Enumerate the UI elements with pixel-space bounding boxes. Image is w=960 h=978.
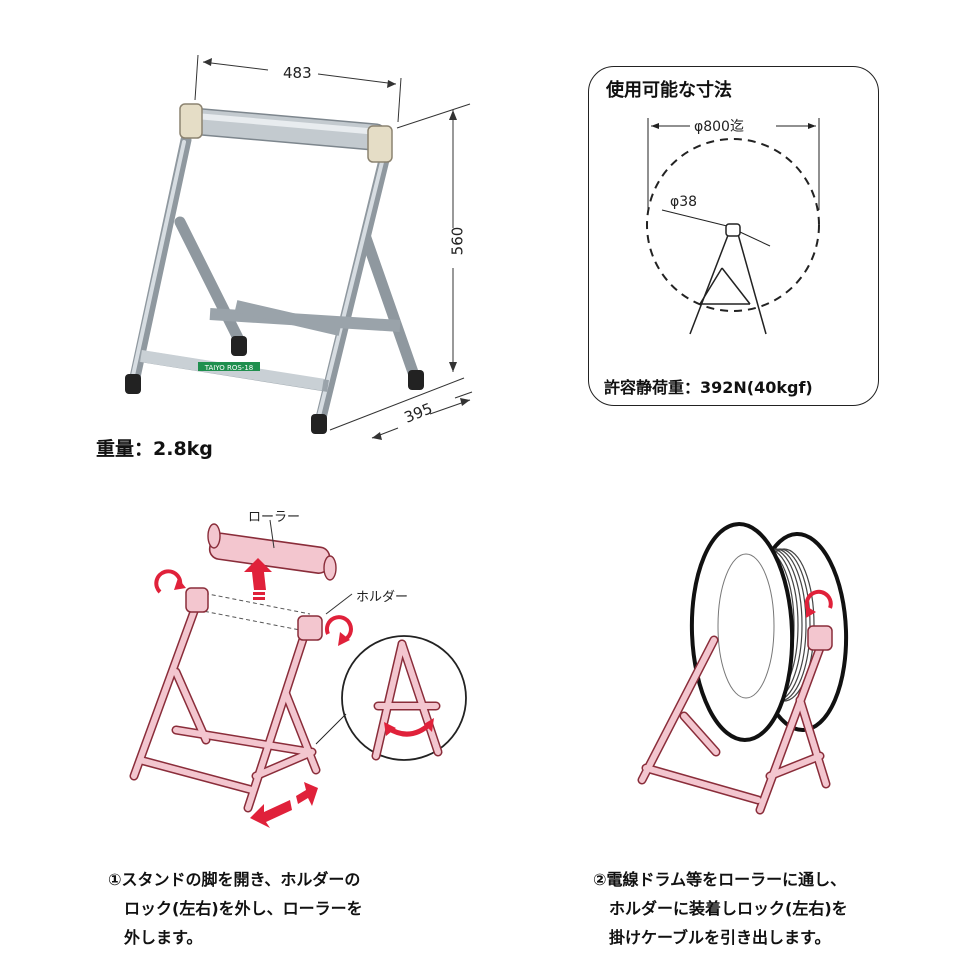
pipe-diameter-label: φ38	[670, 194, 698, 210]
product-weight: 重量：2.8kg	[96, 438, 213, 460]
drum-diameter-label: φ800迄	[694, 119, 744, 135]
svg-text:TAIYO ROS-18: TAIYO ROS-18	[204, 364, 253, 372]
holder-label: ホルダー	[356, 590, 409, 605]
step2-caption: ②電線ドラム等をローラーに通し、 ホルダーに装着しロック(左右)を 掛けケーブル…	[593, 870, 848, 947]
panel-title: 使用可能な寸法	[606, 80, 732, 101]
step1-caption: ①スタンドの脚を開き、ホルダーの ロック(左右)を外し、ローラーを 外します。	[108, 870, 363, 947]
roller-label: ローラー	[248, 510, 301, 525]
width-dimension: 483	[283, 64, 312, 82]
allowable-load: 許容静荷重：392N(40kgf)	[604, 378, 813, 397]
